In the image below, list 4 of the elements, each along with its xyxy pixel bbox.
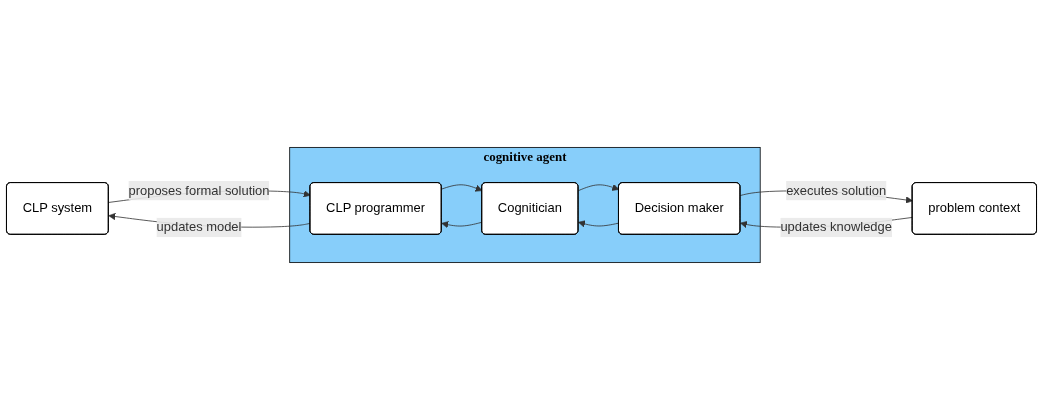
edge-label: proposes formal solution: [128, 183, 270, 198]
edge-label: updates model: [156, 220, 242, 234]
edge-label: executes solution: [786, 183, 887, 198]
edge-label: updates knowledge: [780, 220, 892, 234]
